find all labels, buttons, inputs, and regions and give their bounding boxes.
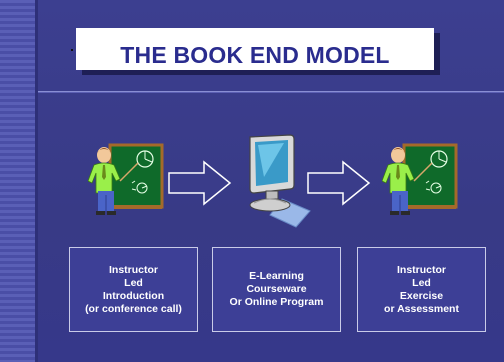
stray-mark	[71, 49, 73, 51]
step-label-line: Instructor	[108, 263, 158, 276]
computer-monitor-icon	[249, 134, 311, 228]
right-arrow-icon	[307, 160, 371, 206]
right-arrow-icon	[168, 160, 232, 206]
slide-title: THE BOOK END MODEL	[120, 41, 390, 68]
step-label-line: Exercise	[399, 289, 444, 302]
step-box-instructor-exercise: Instructor Led Exercise or Assessment	[357, 247, 486, 332]
instructor-right-icon	[382, 143, 458, 215]
step-label-line: Introduction	[102, 289, 165, 302]
step-label-line: E-Learning	[249, 270, 304, 282]
step-label-line: Led	[412, 276, 431, 289]
step-label-line: Or Online Program	[229, 296, 324, 308]
step-label-line: or Assessment	[384, 302, 459, 315]
step-label-line: (or conference call)	[85, 302, 182, 315]
step-label-line: Led	[124, 276, 143, 289]
step-label-line: Courseware	[246, 283, 307, 295]
instructor-left-icon	[88, 143, 164, 215]
decorative-stripe	[0, 0, 38, 362]
step-box-instructor-intro: Instructor Led Introduction (or conferen…	[69, 247, 198, 332]
title-box: THE BOOK END MODEL	[76, 28, 434, 70]
step-box-elearning: E-Learning Courseware Or Online Program	[212, 247, 341, 332]
step-label-line: Instructor	[396, 263, 446, 276]
divider-line	[38, 91, 504, 93]
